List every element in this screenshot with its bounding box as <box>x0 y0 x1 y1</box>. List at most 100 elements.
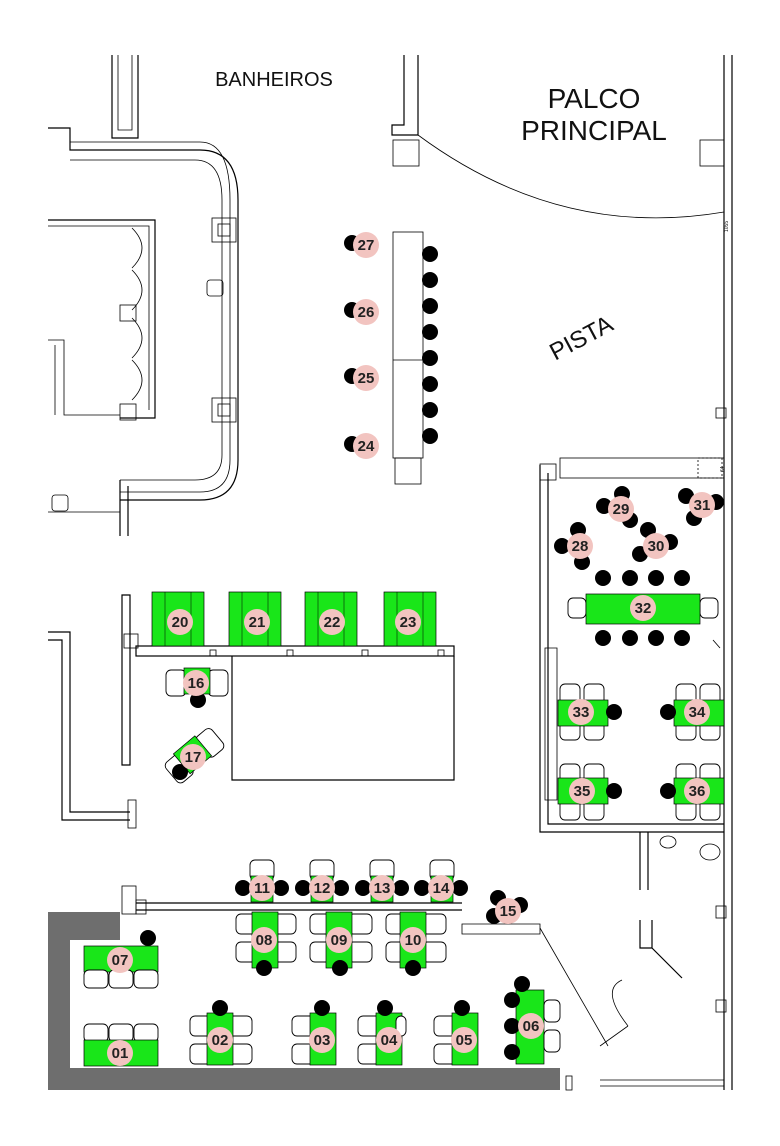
table-27[interactable]: 27 <box>344 232 379 258</box>
table-marker <box>309 875 335 901</box>
table-number: 09 <box>331 932 348 949</box>
table-24[interactable]: 24 <box>344 433 379 459</box>
table-20[interactable]: 20 <box>151 591 205 647</box>
bar-stools <box>422 246 438 444</box>
table-number: 29 <box>613 501 630 518</box>
table-marker <box>319 609 345 635</box>
dimension-label-2: 64 <box>720 466 726 472</box>
table-15[interactable]: 15 <box>486 890 528 924</box>
table-22[interactable]: 22 <box>304 591 358 647</box>
table-marker <box>684 778 710 804</box>
table-marker <box>353 433 379 459</box>
table-13[interactable]: 13 <box>355 859 409 903</box>
table-marker <box>326 927 352 953</box>
table-number: 13 <box>374 880 391 897</box>
table-number: 12 <box>314 880 331 897</box>
table-number: 23 <box>400 614 417 631</box>
table-32[interactable]: 32 <box>567 570 719 646</box>
table-14[interactable]: 14 <box>414 859 468 903</box>
table-marker <box>207 1027 233 1053</box>
table-marker <box>395 609 421 635</box>
table-31[interactable]: 31 <box>678 488 724 526</box>
table-marker <box>689 492 715 518</box>
table-number: 32 <box>635 600 652 617</box>
table-29[interactable]: 29 <box>596 486 638 528</box>
table-marker <box>353 299 379 325</box>
table-05[interactable]: 05 <box>433 1000 479 1066</box>
table-26[interactable]: 26 <box>344 299 379 325</box>
palco-label-1: PALCO <box>548 83 641 114</box>
table-04[interactable]: 04 <box>357 1000 407 1066</box>
outer-wall <box>48 912 560 1090</box>
table-01[interactable]: 01 <box>83 1023 159 1067</box>
table-number: 05 <box>456 1032 473 1049</box>
table-marker <box>608 496 634 522</box>
table-marker <box>428 875 454 901</box>
table-21[interactable]: 21 <box>228 591 282 647</box>
table-marker <box>353 232 379 258</box>
table-number: 21 <box>249 614 266 631</box>
table-number: 26 <box>358 304 375 321</box>
table-07[interactable]: 07 <box>83 930 159 989</box>
table-09[interactable]: 09 <box>309 911 373 976</box>
table-number: 14 <box>433 880 450 897</box>
table-number: 15 <box>500 903 517 920</box>
table-33[interactable]: 33 <box>557 683 622 741</box>
table-marker <box>630 595 656 621</box>
table-number: 28 <box>572 538 589 555</box>
table-marker <box>643 533 669 559</box>
table-number: 08 <box>256 932 273 949</box>
table-10[interactable]: 10 <box>385 911 447 976</box>
table-marker <box>249 875 275 901</box>
table-28[interactable]: 28 <box>554 522 593 570</box>
table-number: 17 <box>185 749 202 766</box>
table-number: 07 <box>112 952 129 969</box>
tables-layer: 01 02 03 04 05 06 07 08 09 10 11 12 13 14 15 16 17 20 21 22… <box>83 232 725 1067</box>
table-marker <box>353 365 379 391</box>
table-number: 30 <box>648 538 665 555</box>
table-number: 31 <box>694 497 711 514</box>
table-number: 16 <box>188 675 205 692</box>
table-36[interactable]: 36 <box>660 763 725 821</box>
table-marker <box>451 1027 477 1053</box>
table-marker <box>244 609 270 635</box>
table-marker <box>180 744 206 770</box>
table-marker <box>684 699 710 725</box>
table-02[interactable]: 02 <box>189 1000 253 1066</box>
table-marker <box>107 947 133 973</box>
table-number: 35 <box>574 783 591 800</box>
table-16[interactable]: 16 <box>165 667 229 708</box>
table-marker <box>107 1040 133 1066</box>
table-25[interactable]: 25 <box>344 365 379 391</box>
table-12[interactable]: 12 <box>295 859 349 903</box>
table-08[interactable]: 08 <box>235 911 297 976</box>
table-number: 02 <box>212 1032 229 1049</box>
table-11[interactable]: 11 <box>235 859 289 903</box>
table-marker <box>567 533 593 559</box>
table-marker <box>400 927 426 953</box>
table-marker <box>376 1027 402 1053</box>
table-30[interactable]: 30 <box>632 522 678 562</box>
table-number: 04 <box>381 1032 398 1049</box>
table-17[interactable]: 17 <box>162 725 226 785</box>
table-35[interactable]: 35 <box>557 763 622 821</box>
table-06[interactable]: 06 <box>504 976 561 1065</box>
table-number: 22 <box>324 614 341 631</box>
table-number: 03 <box>314 1032 331 1049</box>
dimension-label: 1055 <box>724 221 730 232</box>
table-marker <box>369 875 395 901</box>
table-marker <box>495 898 521 924</box>
pista-label: PISTA <box>545 311 617 367</box>
table-23[interactable]: 23 <box>383 591 437 647</box>
table-34[interactable]: 34 <box>660 683 725 741</box>
walls <box>48 55 733 1091</box>
table-marker <box>568 699 594 725</box>
table-number: 06 <box>523 1018 540 1035</box>
table-number: 01 <box>112 1045 129 1062</box>
table-number: 10 <box>405 932 422 949</box>
table-marker <box>309 1027 335 1053</box>
table-03[interactable]: 03 <box>291 1000 337 1066</box>
table-number: 33 <box>573 704 590 721</box>
palco-label-2: PRINCIPAL <box>521 115 667 146</box>
